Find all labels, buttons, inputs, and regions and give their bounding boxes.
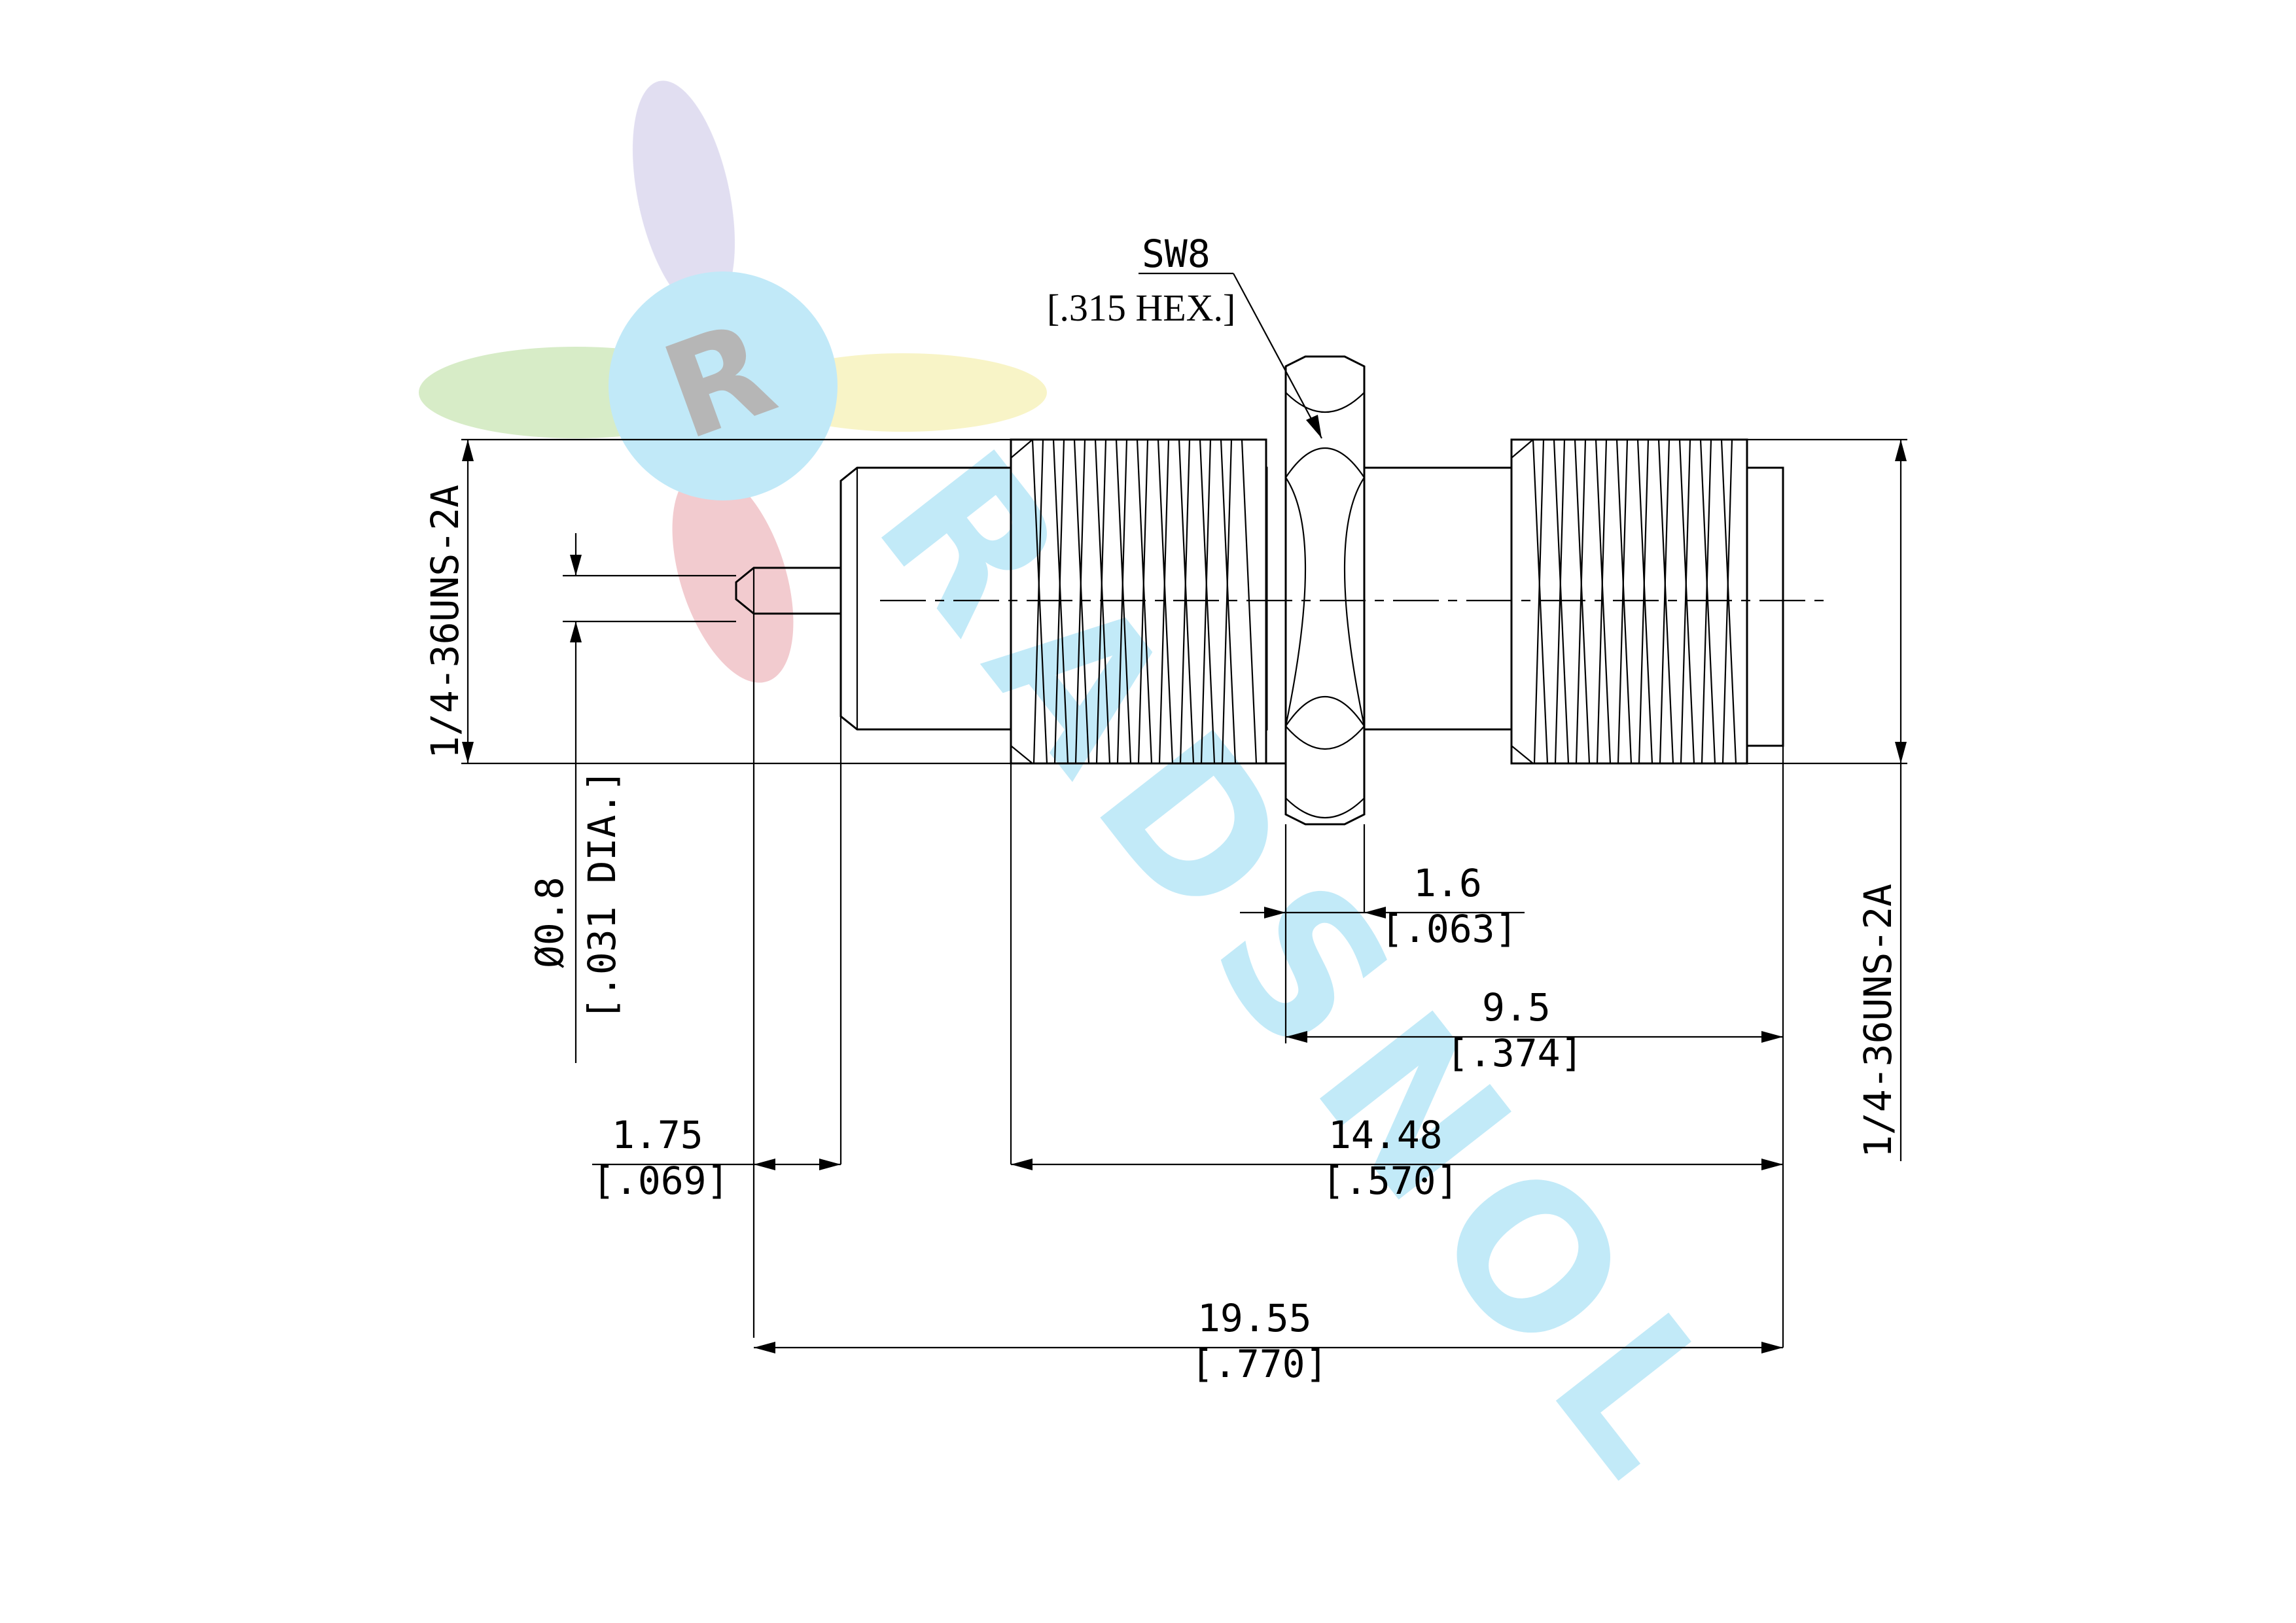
thread-label-right: 1/4-36UNS-2A <box>1856 884 1900 1158</box>
dimension-lines <box>461 272 1907 1353</box>
pin-diameter-imperial: [.031 DIA.] <box>580 769 624 1021</box>
right-end-ring <box>1747 466 1784 747</box>
left-thread-lines <box>1010 439 1258 764</box>
logo-purple-petal <box>632 80 735 312</box>
right-thread-body <box>1510 438 1748 765</box>
pin-diameter-metric: Ø0.8 <box>527 877 572 968</box>
dim-19-55-imperial: [.770] <box>1191 1342 1328 1386</box>
dim-14-48-metric: 14.48 <box>1328 1113 1443 1157</box>
dim-19-55-metric: 19.55 <box>1197 1296 1312 1340</box>
hex-size-metric: SW8 <box>1142 232 1210 276</box>
middle-body <box>1364 466 1511 731</box>
hex-size-imperial: [.315 HEX.] <box>1047 287 1235 329</box>
dim-1-75-imperial: [.069] <box>592 1159 730 1203</box>
dim-1-6-imperial: [.063] <box>1381 907 1518 951</box>
dim-1-6-metric: 1.6 <box>1413 861 1482 905</box>
logo-blue-circle <box>609 271 838 500</box>
dim-9-5-imperial: [.374] <box>1446 1031 1583 1075</box>
dim-14-48-imperial: [.570] <box>1322 1159 1459 1203</box>
hex-nut <box>1266 355 1366 826</box>
dim-9-5-metric: 9.5 <box>1482 985 1551 1030</box>
right-thread-lines <box>1511 439 1737 764</box>
connector-body <box>735 355 1832 826</box>
dim-1-75-metric: 1.75 <box>612 1113 703 1157</box>
thread-label-left: 1/4-36UNS-2A <box>423 485 467 759</box>
